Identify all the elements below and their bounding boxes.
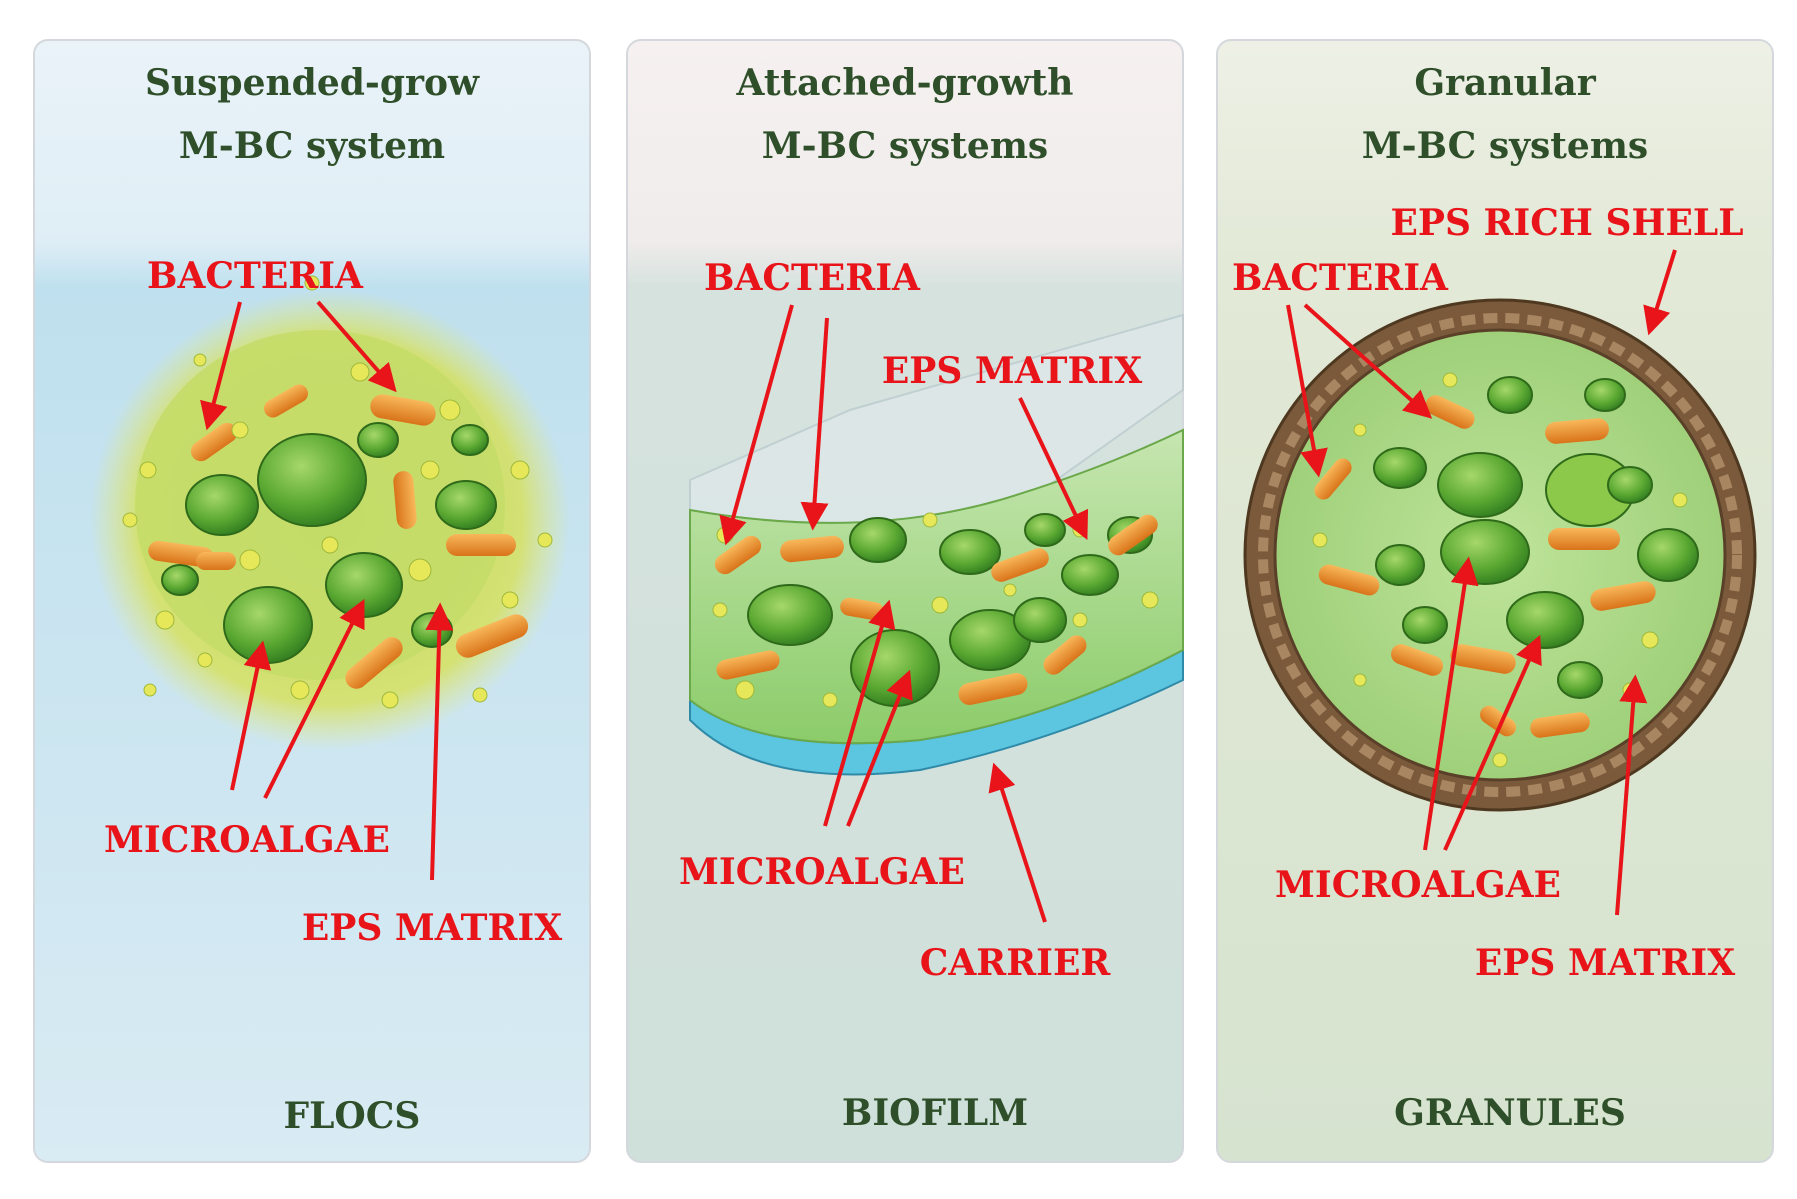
biofilm-title-line2: M-BC systems bbox=[762, 125, 1048, 167]
biofilm-microalgae-arrow-1 bbox=[823, 599, 896, 827]
biofilm-bacteria-label: BACTERIA bbox=[704, 257, 921, 299]
biofilm-carrier-label: CARRIER bbox=[920, 942, 1112, 984]
biofilm-bacteria-arrow-2 bbox=[800, 317, 829, 531]
biofilm-eps-label: EPS MATRIX bbox=[882, 350, 1142, 392]
granules-title-line1: Granular bbox=[1414, 62, 1596, 104]
granules-shell-arrow bbox=[1643, 249, 1677, 336]
flocs-bacteria-arrow-1 bbox=[200, 301, 242, 431]
granules-shell-label: EPS RICH SHELL bbox=[1390, 202, 1743, 244]
biofilm-carrier-arrow bbox=[988, 762, 1047, 923]
granule-bacteria bbox=[1314, 395, 1656, 738]
granules-microalgae-arrow-2 bbox=[1443, 634, 1542, 851]
granules-title-line2: M-BC systems bbox=[1362, 125, 1648, 167]
biofilm-title-line1: Attached-growth bbox=[736, 62, 1074, 104]
flocs-footer: FLOCS bbox=[284, 1095, 421, 1137]
biofilm-bacteria-arrow-1 bbox=[719, 304, 794, 546]
biofilm-microalgae-arrow-2 bbox=[846, 669, 913, 827]
flocs-eps-label: EPS MATRIX bbox=[302, 907, 562, 949]
granules-bacteria-arrow-2 bbox=[1303, 303, 1433, 419]
panel-flocs: Suspended-grow M-BC system BACTERIA MICR… bbox=[33, 39, 591, 1163]
flocs-bacteria-label: BACTERIA bbox=[147, 255, 364, 297]
floc-bacteria bbox=[148, 384, 529, 689]
biofilm-microalgae bbox=[747, 513, 1153, 707]
biofilm-footer: BIOFILM bbox=[842, 1092, 1028, 1134]
panel-granules: Granular M-BC systems EPS RICH SHELL BAC… bbox=[1216, 39, 1774, 1163]
granules-eps-label: EPS MATRIX bbox=[1475, 942, 1735, 984]
granules-bacteria-arrow-1 bbox=[1286, 304, 1328, 478]
flocs-title-line2: M-BC system bbox=[179, 125, 445, 167]
biofilm-bacteria bbox=[714, 514, 1158, 705]
granules-footer: GRANULES bbox=[1394, 1092, 1626, 1134]
biofilm-eps-particles bbox=[712, 512, 1159, 708]
granules-bacteria-label: BACTERIA bbox=[1232, 257, 1449, 299]
flocs-microalgae-arrow-2 bbox=[263, 598, 365, 799]
flocs-bacteria-arrow-2 bbox=[316, 300, 397, 393]
flocs-eps-arrow bbox=[425, 602, 454, 881]
panel-biofilm: Attached-growth M-BC systems BACTERIA EP… bbox=[626, 39, 1184, 1163]
granules-microalgae-label: MICROALGAE bbox=[1275, 864, 1561, 906]
flocs-microalgae-arrow-1 bbox=[230, 640, 272, 791]
granules-eps-arrow bbox=[1615, 674, 1648, 916]
floc-eps-particles bbox=[122, 275, 553, 709]
granules-microalgae-arrow-1 bbox=[1423, 556, 1479, 851]
biofilm-microalgae-label: MICROALGAE bbox=[679, 851, 965, 893]
flocs-microalgae-label: MICROALGAE bbox=[104, 819, 390, 861]
flocs-title-line1: Suspended-grow bbox=[145, 62, 480, 104]
biofilm-eps-arrow bbox=[1018, 397, 1089, 541]
